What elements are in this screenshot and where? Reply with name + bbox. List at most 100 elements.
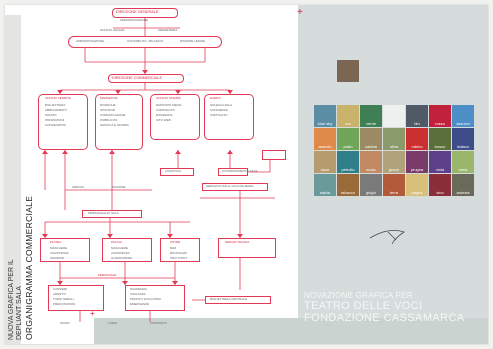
color-swatch-label: prato: [343, 144, 353, 149]
personale-label: PERSONALE: [98, 273, 117, 277]
color-swatch-label: terra: [389, 190, 399, 195]
unit-2-line: GUARDAROBA: [111, 256, 133, 260]
color-swatch-label: ardesia: [456, 190, 470, 195]
top-subtitle: AMMINISTRAZIONE: [120, 18, 149, 22]
color-swatch-label: verde: [365, 121, 376, 126]
middle-title: DIREZIONE COMMERCIALE: [112, 76, 162, 80]
middle-box-1-title: UFFICIO VENDITE: [45, 96, 71, 100]
brand-line3: FONDAZIONE CASSAMARCA: [304, 312, 465, 324]
color-swatch-label: arancio: [318, 144, 332, 149]
unit-box-2: [102, 238, 152, 262]
middle-box-2-line: COMUNICAZIONE: [100, 113, 126, 117]
mid-label-4: COORDINAMENTO SALE: [222, 169, 258, 173]
unit-1-line: ASSISTENZA: [50, 251, 69, 255]
mid-label-3: LOGISTICA: [165, 169, 182, 173]
color-swatch-label: rosso: [435, 121, 445, 126]
connector-label: PERSONALE DI SALA: [88, 211, 119, 215]
color-swatch: mela: [452, 151, 474, 173]
unit-2-title: PALCHI: [111, 240, 122, 244]
color-swatch-label: vino: [436, 190, 444, 195]
middle-box-2-line: GRAFICA E STAMPA: [100, 123, 129, 127]
middle-box-1-line: ABBONAMENTI: [45, 108, 67, 112]
personale-box-2-line: PRONTO SOCCORSO: [130, 297, 162, 301]
top-title: DIREZIONE GENERALE: [116, 10, 159, 14]
color-swatch: grano: [383, 151, 405, 173]
connector-box: [82, 210, 142, 218]
color-swatch-label: blue sky: [317, 121, 333, 126]
box-top-title: [112, 8, 178, 18]
unit-1-title: PLATEA: [50, 240, 62, 244]
color-swatch: sabbia: [360, 128, 382, 150]
middle-box-3-line: RAPPORTI MEDIA: [156, 103, 182, 107]
color-swatch: [337, 60, 359, 82]
box-middle-title: [108, 74, 184, 83]
brand-block: NOVAZIONE GRAFICA PER TEATRO DELLE VOCI …: [304, 291, 484, 324]
color-swatch: prato: [337, 128, 359, 150]
color-swatch: verde: [360, 105, 382, 127]
side-note-box: [262, 150, 286, 160]
color-swatch-label: sabbia: [365, 144, 377, 149]
color-swatch-label: noce: [320, 167, 330, 172]
color-swatch: [383, 105, 405, 127]
personale-box-2-line: SICUREZZA: [130, 287, 148, 291]
color-swatch-label: bosco: [434, 144, 446, 149]
middle-box-3-line: SITO WEB: [156, 118, 171, 122]
color-swatch-label: grigio: [366, 190, 376, 195]
unit-1-line: INGRESSI: [50, 256, 65, 260]
color-swatch: salvia: [314, 174, 336, 196]
color-swatch: azzurro: [452, 105, 474, 127]
color-swatch-label: rubino: [411, 144, 423, 149]
crosshair-icon: +: [90, 309, 95, 318]
mid-label-box-4: [218, 168, 248, 176]
personale-box-2: [125, 285, 185, 311]
brand-line2: TEATRO DELLE VOCI: [304, 300, 423, 312]
color-swatch: grigio: [360, 174, 382, 196]
color-swatch: blue sky: [314, 105, 336, 127]
color-swatch-label: prugna: [410, 167, 424, 172]
personale-box-1-line: ADDETTI: [53, 292, 66, 296]
note-right-box: [202, 183, 268, 191]
color-swatch: ardesia: [452, 174, 474, 196]
color-swatch: prugna: [406, 151, 428, 173]
footer-label-2: TURNI: [108, 321, 118, 325]
mid-label-1: SERVIZI: [72, 185, 84, 189]
middle-box-2-line: RICERCHE: [100, 103, 116, 107]
color-swatch: terra: [383, 174, 405, 196]
color-swatch: petrolio: [337, 151, 359, 173]
color-swatch: vino: [429, 174, 451, 196]
bottom-band: [94, 318, 488, 344]
color-swatch: arancio: [314, 128, 336, 150]
color-swatch: tabacco: [337, 174, 359, 196]
unit-3-line: BAR: [170, 246, 177, 250]
color-swatch-label: grano: [388, 167, 400, 172]
color-swatch: blu: [406, 105, 428, 127]
color-swatch: rosso: [429, 105, 451, 127]
middle-box-2-line: SPONSOR: [100, 108, 116, 112]
unit-3-title: FOYER: [170, 240, 181, 244]
middle-box-3-line: COMUNICATI: [156, 108, 175, 112]
color-swatch: noce: [314, 151, 336, 173]
middle-box-3: [150, 94, 200, 140]
color-swatch-label: indaco: [457, 144, 469, 149]
mid-label-box-3: [160, 168, 194, 176]
left-band: [5, 15, 21, 345]
color-swatch: cuoio: [360, 151, 382, 173]
unit-box-1: [40, 238, 90, 262]
top-bar-item-3: RISORSE UMANE: [180, 39, 206, 43]
color-swatch-label: azzurro: [456, 121, 470, 126]
personale-box-1: [48, 285, 104, 311]
top-bar-item-1: AMMINISTRAZIONE: [76, 39, 105, 43]
middle-box-1-line: BIGLIETTERIA: [45, 103, 66, 107]
color-swatch: paglia: [406, 174, 428, 196]
color-swatch: viola: [429, 151, 451, 173]
bottom-box-label: BIGLIETTERIA CENTRALE: [210, 297, 248, 301]
color-swatch: rubino: [406, 128, 428, 150]
color-swatch: oliva: [383, 128, 405, 150]
personale-box-2-line: VIGILANZA: [130, 292, 146, 296]
middle-box-3-title: UFFICIO STAMPA: [156, 96, 181, 100]
footer-label-1: ORARI: [60, 321, 70, 325]
color-swatch: bosco: [429, 128, 451, 150]
middle-box-4-line: NOLEGGI SALA: [210, 103, 233, 107]
